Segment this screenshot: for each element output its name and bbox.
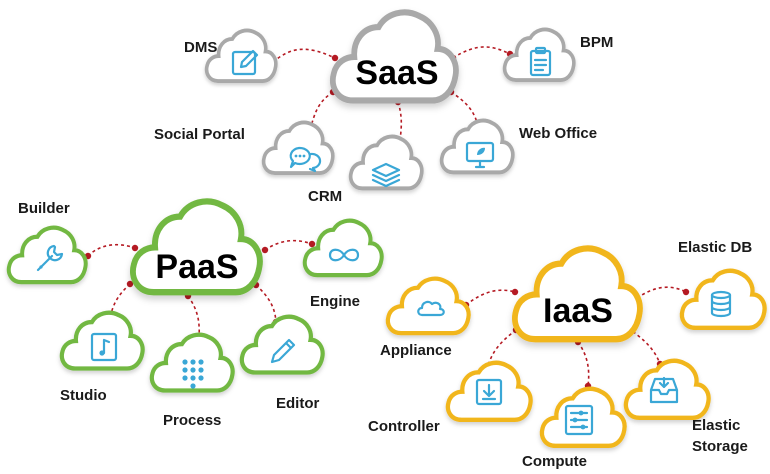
pencil-icon	[270, 338, 296, 364]
paas-item-label: Editor	[276, 395, 319, 412]
infinity-icon	[328, 248, 360, 262]
connector-saas-crm	[397, 101, 403, 141]
paas-item-label: Studio	[60, 387, 107, 404]
iaas-appliance-cloud	[388, 279, 469, 333]
connector-iaas-elasticdb	[636, 286, 687, 299]
database-icon	[710, 290, 732, 318]
wrench-icon	[36, 244, 64, 272]
saas-item-label: CRM	[308, 188, 342, 205]
music-icon	[90, 332, 118, 362]
paas-item-label: Engine	[310, 293, 360, 310]
cloud-icon	[417, 300, 445, 317]
saas-weboffice-cloud	[442, 121, 513, 173]
edit-icon	[231, 49, 259, 76]
saas-title: SaaS	[355, 54, 438, 92]
connector-iaas-compute	[577, 341, 590, 387]
iaas-item-label: Elastic DB	[678, 239, 752, 256]
saas-item-label: Web Office	[519, 125, 597, 142]
connector-saas-bpm	[452, 46, 511, 59]
paas-item-label: Process	[163, 412, 221, 429]
connector-iaas-appliance	[465, 289, 516, 306]
connector-iaas-storage	[627, 327, 661, 365]
iaas-item-label: Elastic	[692, 417, 740, 434]
saas-item-label: DMS	[184, 39, 217, 56]
saas-bpm-cloud	[502, 27, 576, 82]
connector-paas-builder	[87, 243, 136, 257]
download-icon	[475, 378, 503, 406]
iaas-storage-cloud	[626, 361, 709, 418]
saas-item-label: BPM	[580, 34, 613, 51]
connector-paas-engine	[264, 239, 313, 251]
saas-item-label: Social Portal	[154, 126, 245, 143]
layers-icon	[371, 162, 401, 188]
iaas-title: IaaS	[543, 292, 613, 330]
paas-editor-cloud	[242, 317, 323, 373]
clipboard-icon	[529, 46, 552, 77]
chat-icon	[289, 146, 322, 173]
connector-saas-dms	[272, 48, 336, 63]
monitor-icon	[465, 141, 495, 169]
paas-item-label: Builder	[18, 200, 70, 217]
paas-group: PaaS Builder Engine Studio	[9, 200, 382, 429]
iaas-item-label: Appliance	[380, 342, 452, 359]
iaas-item-label: Storage	[692, 438, 748, 455]
sliders-icon	[564, 404, 594, 436]
inbox-icon	[649, 376, 679, 404]
saas-group: SaaS DMS BPM Social Portal	[154, 12, 613, 205]
paas-title: PaaS	[155, 248, 238, 286]
paas-engine-cloud	[305, 221, 382, 275]
connector-paas-process	[187, 295, 201, 339]
iaas-item-label: Controller	[368, 418, 440, 435]
iaas-item-label: Compute	[522, 453, 587, 470]
iaas-elasticdb-cloud	[682, 271, 765, 328]
grid-icon	[182, 359, 204, 389]
iaas-compute-cloud	[542, 389, 625, 446]
connector-paas-editor	[255, 284, 277, 323]
connector-iaas-controller	[487, 329, 517, 367]
iaas-group: IaaS Appliance Elastic DB Controller	[368, 239, 765, 470]
